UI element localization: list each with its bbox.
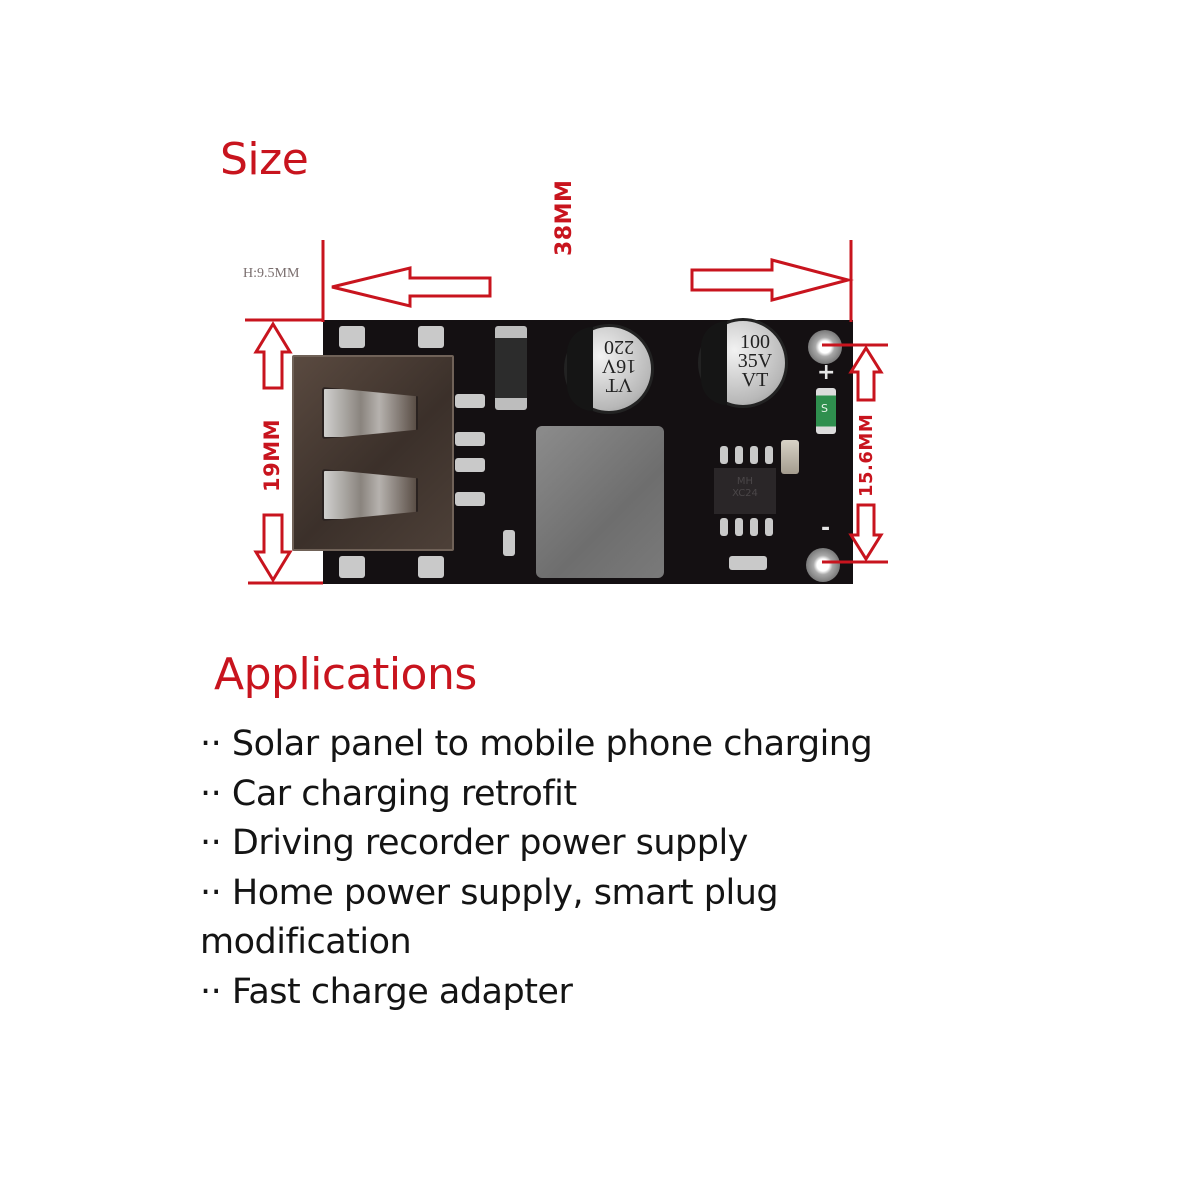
plus-label: + bbox=[817, 360, 836, 385]
applications-list: ·· Solar panel to mobile phone charging … bbox=[200, 720, 960, 1017]
negative-terminal bbox=[806, 548, 840, 582]
product-diagram: S + - VT 16V 220 100 35V VT MH XC24 bbox=[243, 179, 888, 585]
height-dimension-label: H:9.5MM bbox=[243, 266, 300, 281]
length-dimension-label: 38MM bbox=[552, 179, 577, 256]
list-item: ·· Car charging retrofit bbox=[200, 773, 577, 814]
terminal-spacing-label: 15.6MM bbox=[856, 413, 877, 497]
capacitor-100uf: 100 35V VT bbox=[698, 318, 788, 408]
fuse: S bbox=[816, 388, 836, 434]
width-dimension-label: 19MM bbox=[260, 418, 284, 492]
dimension-arrows bbox=[245, 240, 888, 585]
positive-terminal bbox=[808, 330, 842, 364]
usb-port bbox=[292, 355, 454, 551]
applications-heading: Applications bbox=[214, 649, 477, 700]
inductor bbox=[536, 426, 664, 578]
size-heading: Size bbox=[220, 134, 309, 185]
list-item: ·· Driving recorder power supply bbox=[200, 823, 748, 863]
list-item: ·· Solar panel to mobile phone charging bbox=[200, 724, 873, 764]
ic-chip: MH XC24 bbox=[714, 468, 776, 514]
list-item: ·· Home power supply, smart plug modific… bbox=[200, 872, 779, 963]
capacitor-220uf: VT 16V 220 bbox=[564, 324, 654, 414]
minus-label: - bbox=[821, 516, 831, 541]
diode bbox=[495, 326, 527, 410]
list-item: ·· Fast charge adapter bbox=[200, 971, 573, 1012]
